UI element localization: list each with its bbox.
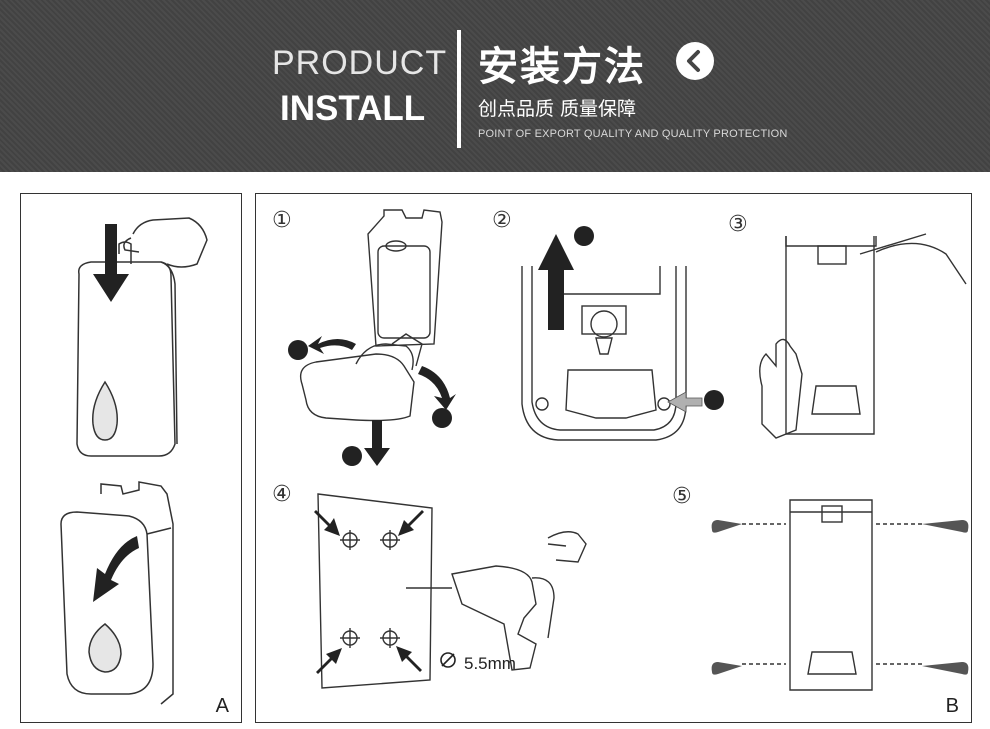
cn-title: 安装方法 [478,44,646,90]
cn-subtitle: 创点品质 质量保障 [478,98,637,120]
en-subtitle: POINT OF EXPORT QUALITY AND QUALITY PROT… [478,128,788,140]
drop-window-top [92,380,118,441]
screw-icons [711,520,969,675]
step-4-number: ④ [272,482,292,507]
step-4-markers [314,510,456,674]
header-banner: PRODUCT INSTALL 安装方法 创点品质 质量保障 POINT OF … [0,0,990,172]
step-2-illustration [521,266,687,441]
step-2-number: ② [492,208,512,233]
drop-window-bottom [88,623,122,673]
product-label: PRODUCT [272,44,448,82]
step-1-number: ① [272,208,292,233]
dispenser-body-bottom [60,511,154,695]
dispenser-body-top [76,261,176,457]
step-4-illustration [317,493,587,689]
banner-divider [457,30,461,148]
step-1-illustration [299,209,443,422]
panel-b-illustration [288,209,969,691]
step-3-number: ③ [728,212,748,237]
step-3-illustration [759,233,967,439]
install-label: INSTALL [280,89,426,128]
panel-a-illustration [60,217,208,705]
panel-b: ① ② ③ ④ ⑤ [255,193,972,723]
panel-a: A [20,193,242,723]
step-5-illustration [742,499,922,691]
panel-a-letter: A [215,695,229,717]
step-5-number: ⑤ [672,484,692,509]
step-2-markers [538,226,724,413]
panel-b-letter: B [945,695,959,717]
open-cover-arrow-icon [93,536,139,602]
chevron-left-circle-icon[interactable] [676,42,714,80]
step-1-markers [288,336,456,466]
push-down-arrow-icon [93,224,129,302]
drill-size-note: 5.5mm [464,654,516,673]
